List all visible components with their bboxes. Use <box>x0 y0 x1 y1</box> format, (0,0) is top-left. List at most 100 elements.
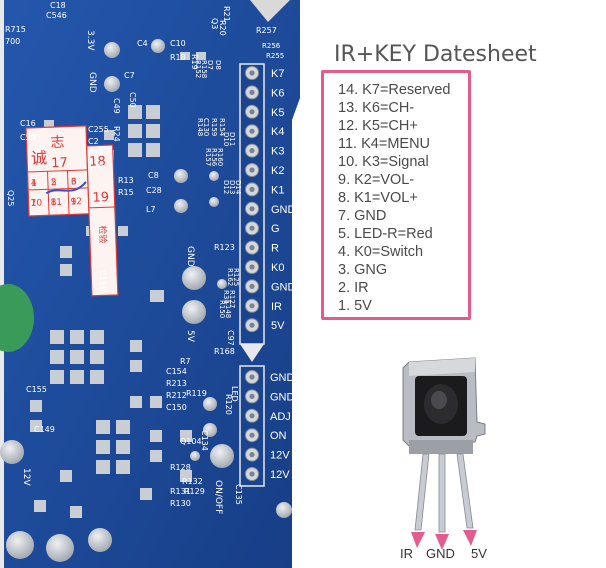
lead-label-gnd: GND <box>426 546 455 561</box>
pin-description-item: 2. IR <box>338 280 369 296</box>
connector-pin-label: K5 <box>271 107 284 119</box>
silkscreen-label: R19 <box>190 54 199 70</box>
silkscreen-label: C255 <box>88 125 109 134</box>
silkscreen-label: R156 <box>210 148 218 167</box>
silkscreen-label: L7 <box>146 205 156 214</box>
header-pin-hole <box>249 167 255 173</box>
silkscreen-label: C10 <box>170 39 186 48</box>
silkscreen-label: C155 <box>26 385 47 394</box>
silkscreen-label: R160 <box>216 148 224 166</box>
silkscreen-label: R154 <box>218 118 226 137</box>
silkscreen-label: D13 <box>228 180 236 194</box>
silkscreen-label: R119 <box>186 389 207 398</box>
qc-sticker-pass: 检验 <box>96 225 109 243</box>
silkscreen-label: C149 <box>34 425 55 434</box>
silkscreen-label: R13 <box>118 176 134 185</box>
qc-sticker-header-1: 志 <box>50 135 65 151</box>
silkscreen-label: Q25 <box>6 190 15 206</box>
green-component <box>0 284 34 352</box>
qc-sticker-cell: 10 <box>30 198 42 208</box>
silkscreen-label: D10 <box>222 132 230 146</box>
silkscreen-label: R130 <box>170 499 191 508</box>
silkscreen-label: LED <box>230 386 239 402</box>
qc-sticker-header-3: 18 <box>89 154 106 170</box>
pin-description-item: 7. GND <box>338 208 387 224</box>
silkscreen-label: R132 <box>182 477 203 486</box>
silkscreen-label: C4 <box>137 39 148 48</box>
connector-pin-label: 5V <box>271 320 285 332</box>
silkscreen-label: R129 <box>184 487 205 496</box>
lead-arrows <box>411 530 477 550</box>
qc-sticker-header-4: 19 <box>92 190 109 206</box>
silkscreen-label: C50 <box>128 92 137 108</box>
header-pin-hole <box>249 128 255 134</box>
silkscreen-label: R131 <box>170 487 191 496</box>
silkscreen-label: D14 <box>234 180 242 195</box>
silkscreen-label: 5V <box>185 330 195 343</box>
silkscreen-label: R148 <box>196 118 204 136</box>
silkscreen-label: ON/OFF <box>213 480 223 514</box>
power-pin-label: ADJ <box>270 411 291 423</box>
smd-pad-grid <box>30 105 192 518</box>
silkscreen-label: 700 <box>5 37 20 46</box>
power-pin-hole <box>249 393 255 399</box>
ir-sensor-leads <box>414 453 474 533</box>
pin-description-item: 9. K2=VOL- <box>338 172 415 188</box>
silkscreen-label: C2 <box>88 137 99 146</box>
power-pin-hole <box>249 452 255 458</box>
qc-sticker-header-2: 17 <box>51 156 68 172</box>
header-pin-hole <box>249 322 255 328</box>
silkscreen-label: D8 <box>214 60 222 70</box>
silkscreen-label: R157 <box>204 148 212 166</box>
qc-sticker-cell: 3 <box>71 177 77 187</box>
silkscreen-label: R18 <box>170 53 186 62</box>
ir-receiver-sensor <box>402 357 486 550</box>
pin-description-item: 3. GNG <box>338 262 388 278</box>
silkscreen-label: C18 <box>50 1 66 10</box>
connector-pin-label: K3 <box>271 146 284 158</box>
qc-sticker-cell: 4 <box>31 179 37 189</box>
connector-pin-label: G <box>271 223 280 235</box>
silkscreen-label: R127 <box>228 290 236 308</box>
silkscreen-label: Q3 <box>210 18 219 29</box>
silkscreen-label: C14 <box>88 149 104 158</box>
silkscreen-label: R24 <box>112 126 121 142</box>
qc-sticker-side-char: 诚 <box>31 148 48 168</box>
header-pin-hole <box>249 89 255 95</box>
pin-description-item: 14. K7=Reserved <box>338 82 451 98</box>
silkscreen-label: R120 <box>224 394 233 415</box>
silkscreen-label: C148 <box>224 300 232 318</box>
silkscreen-label: C28 <box>146 186 162 195</box>
pin-description-item: 4. K0=Switch <box>338 244 424 260</box>
silkscreen-label: R34 <box>222 290 230 304</box>
silkscreen-label: D12 <box>222 180 230 194</box>
silkscreen-label: D7 <box>206 60 214 70</box>
power-pin-label: GND <box>270 372 295 384</box>
power-pin-hole <box>249 374 255 380</box>
pin-description-item: 11. K4=MENU <box>338 136 431 152</box>
connector-pin-label: K6 <box>271 87 284 99</box>
datasheet-title: IR+KEY Datesheet <box>334 42 537 67</box>
connector-pin-label: K2 <box>271 165 284 177</box>
lead-label-5v: 5V <box>471 546 487 561</box>
silkscreen-label: C49 <box>112 98 121 114</box>
silkscreen-label: R21 <box>222 6 231 22</box>
silkscreen-label: R213 <box>166 379 187 388</box>
silkscreen-label: R158 <box>200 60 208 78</box>
silkscreen-label: C134 <box>200 430 209 451</box>
silkscreen-label: C8 <box>148 171 159 180</box>
connector-pin-label: K1 <box>271 184 284 196</box>
qc-sticker-cell: 8 <box>50 198 56 208</box>
silkscreen-label: C97 <box>226 330 235 346</box>
silkscreen-label: R212 <box>166 391 187 400</box>
header-pin-hole <box>249 206 255 212</box>
silkscreen-label: Q104 <box>180 437 202 446</box>
power-pin-hole <box>249 471 255 477</box>
connector-pin-label: K0 <box>271 262 284 274</box>
silkscreen-label: C59 <box>20 133 36 142</box>
silkscreen-label: R123 <box>214 243 235 252</box>
ir-key-connector-header <box>239 63 265 362</box>
header-pin-hole <box>249 225 255 231</box>
